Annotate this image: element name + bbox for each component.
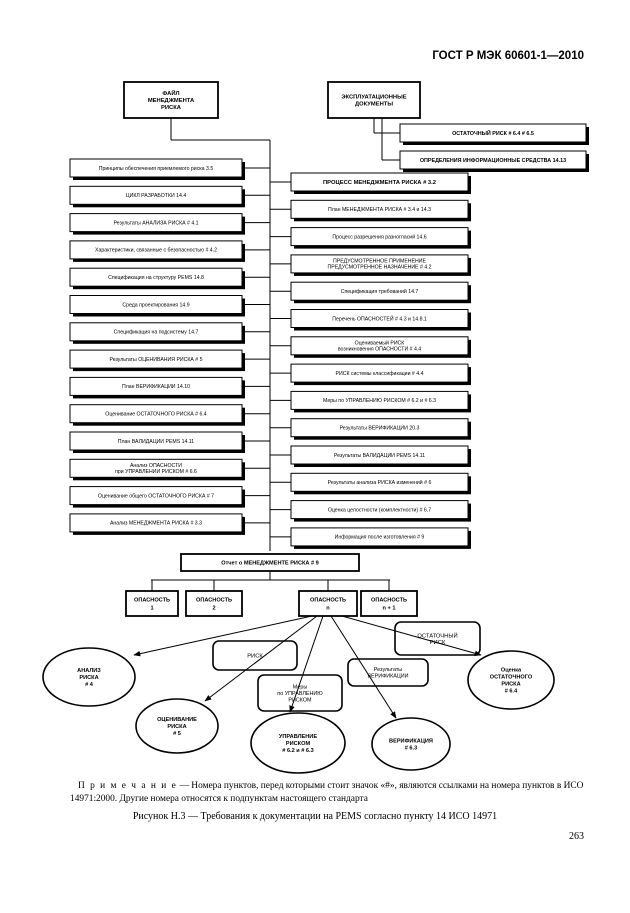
residual-risk-doc-box-label: ОСТАТОЧНЫЙ РИСК # 6.4 # 6.5 [452,129,534,137]
figure-caption: Рисунок Н.3 — Требования к документации … [132,811,498,822]
disclosure-box-label: ОПРЕДЕЛЕНИЯ ИНФОРМАЦИОННЫЕ СРЕДСТВА 14.1… [420,158,566,164]
right-item-box-label: Перечень ОПАСНОСТЕЙ # 4.3 и 14.8.1 [332,314,427,322]
arrow-line [289,615,324,713]
left-item-box [69,213,243,233]
page-number: 263 [569,831,584,842]
right-item-box-label: Информация после изготовления # 9 [335,535,425,541]
right-item-box-label: ПРОЦЕСС МЕНЕДЖМЕНТА РИСКА # 3.2 [323,180,436,186]
left-item-box [69,158,243,178]
standard-header: ГОСТ Р МЭК 60601-1—2010 [432,50,584,62]
left-item-box [69,513,243,533]
left-item-box-label: План ВЕРИФИКАЦИИ 14.10 [122,384,190,390]
left-item-box-label: Анализ МЕНЕДЖМЕНТА РИСКА # 3.3 [110,521,202,527]
measures-rounded-box [257,674,343,712]
left-item-box-label: Спецификация на структуру PEMS 14.8 [108,275,204,281]
left-item-box [69,349,243,369]
left-item-box-label: Результаты АНАЛИЗА РИСКА # 4.1 [113,220,198,226]
arrow-line [330,615,397,719]
right-item-box-label: Меры по УПРАВЛЕНИЮ РИСКОМ # 6.2 и # 6.3 [323,398,436,404]
hazard-box [298,590,358,617]
left-item-box [69,295,243,314]
left-item-box-label: Среда проектирования 14.9 [122,302,189,308]
right-item-box-label: Результаты анализа РИСКА изменений # 6 [328,479,432,486]
left-item-box [69,322,243,342]
left-item-box [69,404,243,424]
left-item-box [69,240,243,260]
verification-results-rounded-box [347,658,429,687]
left-item-box [69,431,243,451]
evaluation-ellipse [135,698,219,754]
left-item-box-label: Характеристики, связанные с безопасность… [95,248,217,254]
left-item-box [69,267,243,287]
residual-rounded-box [394,621,481,656]
verification-ellipse-label: ВЕРИФИКАЦИЯ# 6.3 [389,738,433,751]
risk-rounded-box [212,640,298,671]
left-item-box-label: План ВАЛИДАЦИИ PEMS 14.11 [118,439,195,445]
figure-note: П р и м е ч а н и е — Номера пунктов, пе… [70,780,584,806]
control-ellipse [250,712,346,774]
right-item-box-label: Процесс разрешения разногласий 14.6 [332,233,426,240]
left-item-box-label: ЦИКЛ РАЗРАБОТКИ 14.4 [126,193,187,199]
right-item-box-label: РИСК системы классификации # 4.4 [336,371,424,377]
right-item-box-label: Спецификация требований 14.7 [341,288,419,295]
note-label: П р и м е ч а н и е [78,781,178,791]
note-text: — Номера пунктов, перед которыми стоит з… [70,781,584,804]
verification-ellipse [371,717,451,771]
left-item-box-label: Принципы обеспечения приемлемого риска 3… [99,166,214,172]
right-item-box-label: План МЕНЕДЖМЕНТА РИСКА # 3.4 и 14.3 [328,207,431,213]
report-box-label: Отчет о МЕНЕДЖМЕНТЕ РИСКА # 9 [221,560,319,566]
left-item-box [69,486,243,506]
left-item-box [69,185,243,205]
analysis-ellipse [42,647,136,707]
arrow-line [341,615,482,656]
hazard-box [360,590,418,617]
risk-rounded-box-label: РИСК [247,654,263,660]
left-item-box-label: Оценивание ОСТАТОЧНОГО РИСКА # 6.4 [105,412,207,418]
right-item-box-label: Оценка целостности (комплектности) # 6.7 [328,507,431,513]
hazard-box [185,590,243,617]
arrow-line [133,615,313,657]
left-item-box [69,376,243,396]
left-item-box-label: Результаты ОЦЕНИВАНИЯ РИСКА # 5 [109,357,202,363]
risk-file-box [123,81,219,119]
arrow-line [204,615,318,702]
right-item-box-label: Результаты ВАЛИДАЦИИ PEMS 14.11 [334,453,425,459]
assessment-ellipse [467,650,555,710]
left-item-box-label: Оценивание общего ОСТАТОЧНОГО РИСКА # 7 [98,493,214,499]
hazard-box [125,590,179,617]
left-item-box-label: Спецификация на подсистему 14.7 [114,330,199,336]
left-item-box [69,458,243,478]
right-item-box-label: Результаты ВЕРИФИКАЦИИ 20.3 [340,426,420,432]
